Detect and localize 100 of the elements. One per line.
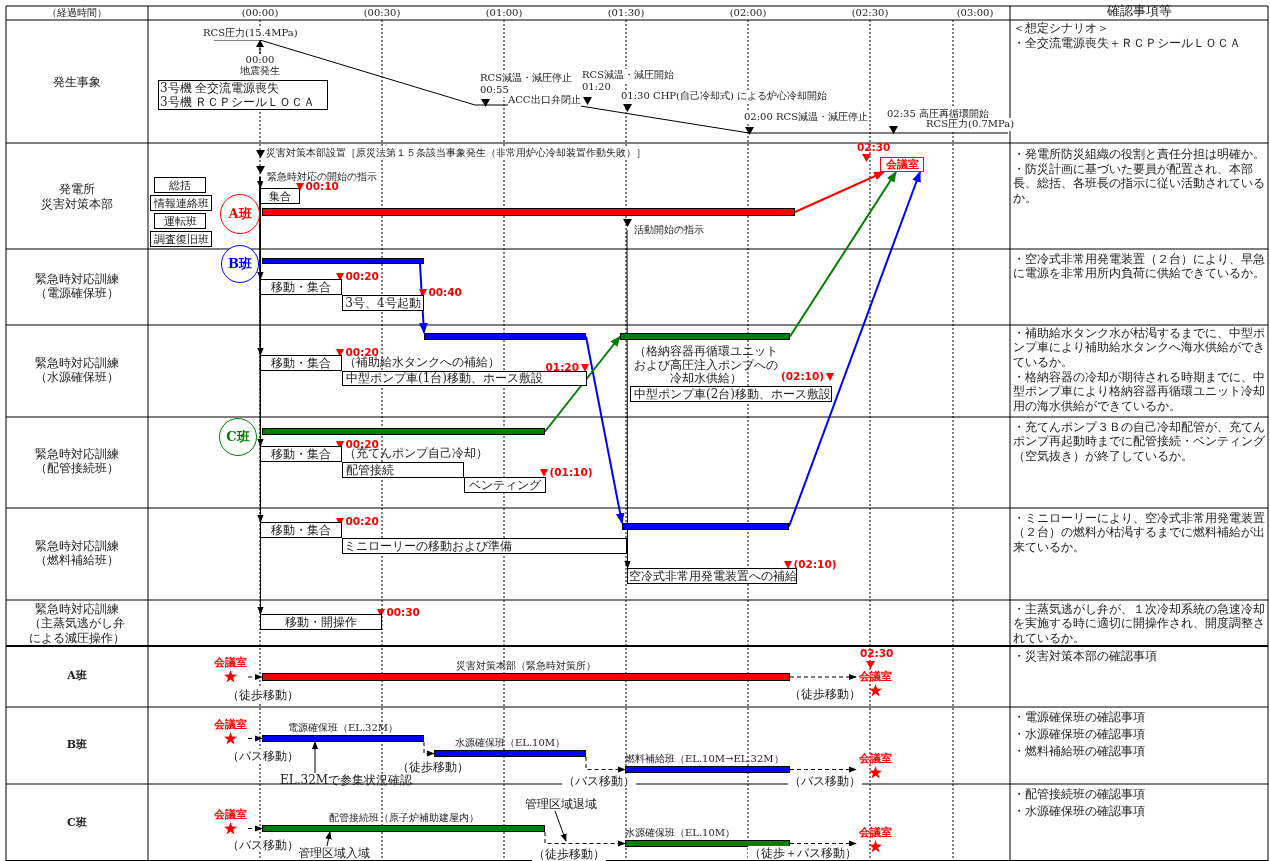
room-label: 会議室 [212, 656, 248, 669]
arrow [624, 229, 631, 569]
event-label: RCS圧力(15.4MPa) [203, 27, 298, 40]
timeline-bar [424, 333, 586, 340]
task-box: ベンティング [464, 477, 546, 493]
row-header: 緊急時対応訓練（水源確保班） [34, 356, 120, 385]
check-item-text: ・空冷式非常用発電装置（２台）により、早急に電源を非常用所内負荷に供給できているか。 [1013, 252, 1266, 281]
team-circle: B班 [221, 245, 259, 283]
timeline-bar [620, 333, 790, 340]
task-box: 3号、4号起動 [342, 295, 424, 311]
arrow [788, 170, 921, 528]
check-item-text: ・配管接続班の確認事項 [1013, 787, 1146, 802]
task-box: 調査復旧班 [150, 231, 212, 247]
column-header: (01:00) [484, 7, 524, 20]
column-header: (03:00) [955, 7, 995, 20]
bar-label: 配管接続班（原子炉補助建屋内） [327, 811, 480, 824]
row-header: 発生事象 [52, 75, 102, 90]
dashed-arrow [789, 673, 857, 681]
event-label: 02:00 RCS減温・減圧停止 [744, 111, 869, 124]
dashed-arrow [423, 741, 435, 757]
arrow [789, 171, 897, 338]
check-item-text: ・電源確保班の確認事項 [1013, 710, 1146, 725]
check-item-text: ・補助給水タンク水が枯渇するまでに、中型ポンプ車により補助給水タンクへ海水供給ができているか。 [1013, 326, 1266, 370]
column-header: (00:30) [362, 7, 402, 20]
task-note: （格納容器再循環ユニットおよび高圧注入ポンプへの冷却水供給） [633, 345, 779, 386]
dashed-arrow [789, 766, 857, 773]
row-header: 発電所 [58, 182, 96, 197]
task-box: 移動・集合 [260, 522, 342, 538]
bar-label: 災害対策本部（緊急時対策所） [455, 659, 597, 672]
row-header: 災害対策本部 [40, 197, 114, 212]
check-item-text: ・燃料補給班の確認事項 [1013, 744, 1146, 759]
bar-label: 電源確保班（EL.32M） [286, 721, 400, 734]
edge-label: （徒歩移動） [532, 847, 606, 861]
arrow [794, 171, 885, 213]
task-box: 移動・集合 [260, 279, 342, 295]
room-label: 会議室 [212, 808, 248, 821]
edge-label: （バス移動） [788, 774, 862, 788]
event-label: 緊急時対応の開始の指示 [266, 171, 377, 182]
task-box: ミニローリーの移動および準備 [342, 538, 627, 554]
room-label: 会議室 [880, 157, 924, 172]
timeline-bar [262, 258, 424, 264]
bar-label: 水源確保班（EL.10M） [453, 736, 567, 749]
timeline-bar [262, 208, 795, 216]
event-label: ACC出口弁閉止 [508, 94, 581, 107]
check-item-text: ・主蒸気逃がし弁が、１次冷却系統の急速冷却を実施する時に適切に開操作され、開度調整されているか。 [1013, 602, 1266, 646]
check-item-text: ・発電所防災組織の役割と責任分担は明確か。 [1013, 147, 1266, 162]
check-item-text: ・水源確保班の確認事項 [1013, 804, 1146, 819]
row-header: 緊急時対応訓練（電源確保班） [34, 272, 120, 301]
event-label: RCS減温・減圧開始 [582, 69, 675, 82]
arrow [585, 335, 625, 525]
row-header: C班 [66, 816, 88, 830]
column-header: (01:30) [606, 7, 646, 20]
column-header: (02:00) [728, 7, 768, 20]
team-circle: A班 [220, 194, 260, 234]
check-item-text: ＜想定シナリオ＞ [1013, 21, 1110, 36]
leader-line [311, 741, 319, 774]
column-header: 確認事項等 [1105, 3, 1173, 20]
task-box: 3号機 全交流電源喪失 3号機 ＲＣＰシールＬＯＣＡ [158, 80, 328, 110]
row-header: A班 [66, 669, 88, 683]
check-item-text: ・ミニローリーにより、空冷式非常用発電装置（２台）の燃料が枯渇するまでに燃料補給が出来ているか。 [1013, 511, 1266, 555]
arrow [544, 335, 621, 433]
task-box: 配管接続 [342, 462, 464, 478]
task-box: 総括 [154, 177, 206, 193]
room-label: 会議室 [212, 718, 248, 731]
dashed-arrow [789, 840, 857, 847]
room-label: 会議室 [857, 826, 893, 839]
task-box: 移動・集合 [260, 355, 342, 371]
row-header: 緊急時対応訓練（主蒸気逃がし弁による減圧操作） [28, 602, 126, 646]
task-box: 情報連絡班 [150, 195, 212, 211]
task-box: 移動・開操作 [260, 614, 382, 630]
dashed-arrow [247, 735, 263, 742]
event-label: 01:30 CHP(自己冷却式) による炉心冷却開始 [621, 90, 828, 103]
check-item-text: ・充てんポンプ３Ｂの自己冷却配管が、充てんポンプ再起動時までに配管接続・ベンティング（空気抜き）が終了しているか。 [1013, 420, 1266, 464]
column-header: （経過時間） [46, 7, 108, 20]
time-label: 02:30 [857, 141, 891, 155]
dashed-arrow [585, 756, 626, 773]
bar-label: 水源確保班（EL.10M） [625, 826, 737, 839]
task-box: 中型ポンプ車(1台)移動、ホース敷設 [342, 371, 587, 386]
timeline-bar [262, 428, 545, 435]
task-box: 空冷式非常用発電装置への補給 [627, 568, 797, 584]
event-label: 活動開始の指示 [633, 224, 704, 235]
row-header: 緊急時対応訓練（燃料補給班） [34, 539, 120, 568]
bar-label: 燃料補給班（EL.10M→EL.32M） [625, 752, 785, 765]
dashed-arrow [544, 831, 626, 847]
room-label: 会議室 [857, 670, 893, 683]
dashed-arrow [247, 825, 263, 832]
room-label: 会議室 [857, 752, 893, 765]
dashed-arrow [247, 673, 263, 681]
event-label: 00:55 [480, 84, 509, 97]
event-label: RCS圧力(0.7MPa) [926, 118, 1015, 131]
task-box: 集合 [260, 188, 300, 204]
column-header: (02:30) [850, 7, 890, 20]
check-item-text: ・水源確保班の確認事項 [1013, 727, 1146, 742]
leader-line [554, 810, 567, 842]
edge-label: （バス移動） [562, 774, 636, 788]
team-circle: C班 [219, 418, 257, 456]
check-item-text: ・格納容器の冷却が期待される時期までに、中型ポンプ車により格納容器再循環ユニット冷却用の海水供給ができているか。 [1013, 370, 1266, 414]
leader-line [325, 831, 332, 847]
time-label: (01:10) [539, 466, 593, 480]
check-item-text: ・災害対策本部の確認事項 [1013, 649, 1158, 664]
